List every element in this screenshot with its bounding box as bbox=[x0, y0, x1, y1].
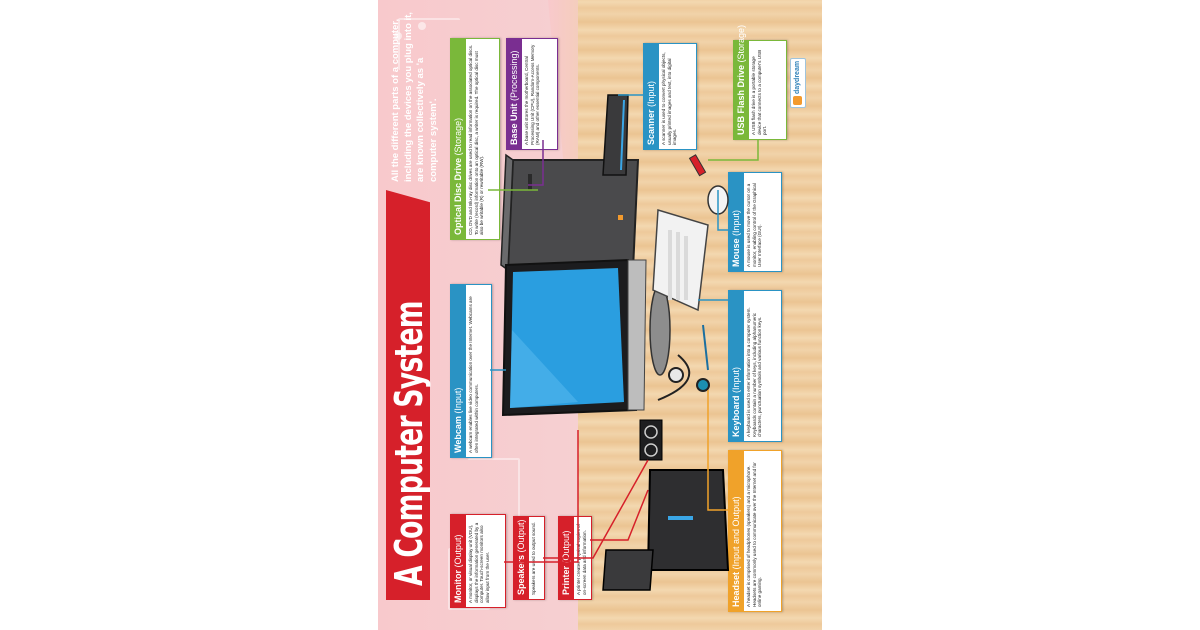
computer-system-poster: A Computer System All the different part… bbox=[378, 0, 822, 630]
printer-illustration bbox=[602, 469, 730, 591]
computer-illustration bbox=[488, 94, 759, 591]
printer-connector bbox=[590, 489, 649, 541]
speakers-connector bbox=[543, 459, 649, 559]
monitor-connector bbox=[504, 430, 579, 563]
usb-connector bbox=[708, 140, 759, 161]
headset-illustration bbox=[657, 324, 710, 401]
usb-drive-illustration bbox=[688, 154, 707, 177]
speaker-illustration bbox=[639, 419, 663, 461]
mouse-connector bbox=[717, 190, 728, 231]
daydream-logo: daydream bbox=[790, 58, 806, 108]
poster-rotated-canvas: A Computer System All the different part… bbox=[378, 0, 822, 630]
keyboard-illustration bbox=[652, 209, 709, 312]
monitor-illustration bbox=[501, 258, 671, 417]
brand-name: daydream bbox=[794, 60, 801, 94]
headset-connector bbox=[707, 390, 728, 511]
daydream-logo-icon bbox=[793, 96, 802, 105]
base-unit-connector bbox=[528, 140, 544, 186]
base-unit-illustration bbox=[500, 153, 640, 272]
